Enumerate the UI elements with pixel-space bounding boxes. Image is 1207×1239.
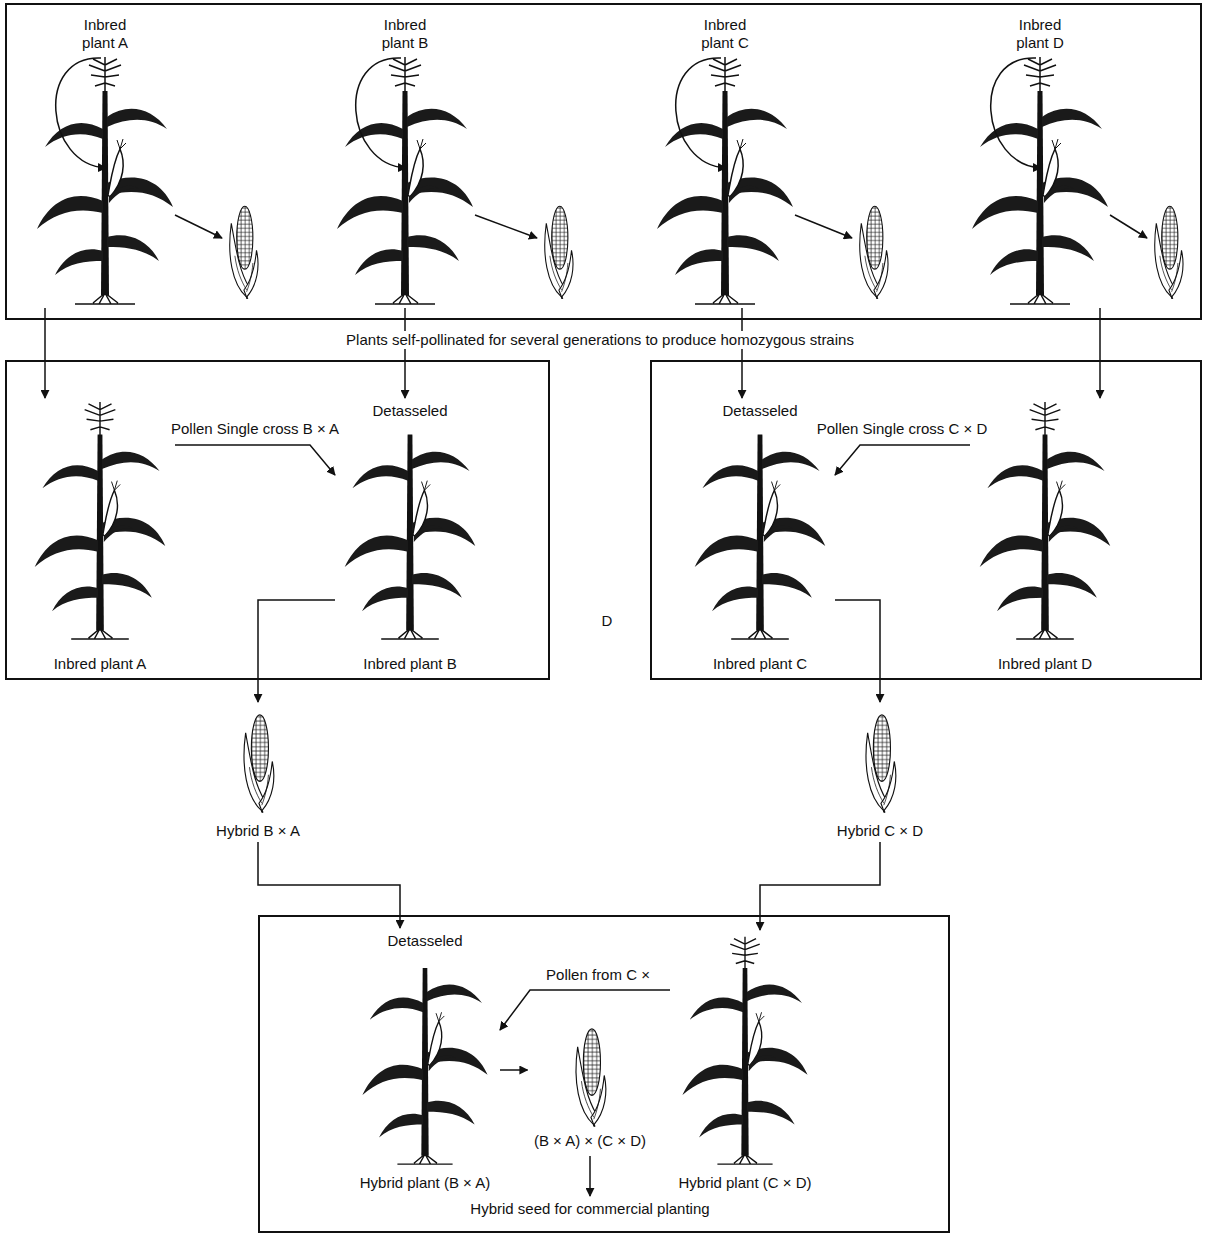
plant-label: Inbred plant D [1008,16,1072,52]
plant-node: Hybrid C × D [825,702,935,842]
connector [741,308,743,398]
plant-label: Hybrid plant (B × A) [360,1174,490,1192]
connector [500,990,670,1030]
self-pollination-arrow [356,58,406,168]
plant-label: Inbred plant A [73,16,137,52]
detasseled-plant [695,435,826,639]
self-pollination-arrow [56,58,106,168]
corn-ear [866,715,896,813]
corn-plant [337,57,473,304]
plant-label: Inbred plant C [713,655,807,673]
connector [835,445,970,475]
plant-label: (B × A) × (C × D) [534,1132,646,1150]
result-label: Hybrid seed for commercial planting [470,1200,709,1218]
process-note: Plants self-pollinated for several gener… [343,331,857,349]
status-label: Detasseled [387,932,462,950]
corn-ear [545,206,573,299]
seed-arrow [589,1156,591,1196]
self-pollination-arrow [991,58,1041,168]
plant-label: Hybrid plant (C × D) [679,1174,812,1192]
group-box: DetasseledInbred plant C Inbred plant D [650,360,1202,680]
plant-node: DetasseledHybrid plant (B × A) [350,928,500,1194]
plant-node: DetasseledInbred plant C [685,398,835,675]
corn-ear [244,715,274,813]
connector [500,1069,528,1071]
connector [44,308,46,398]
edge-label: Pollen from C × [543,966,653,984]
plant-node: Inbred plant D [970,398,1120,675]
corn-ear [860,206,888,299]
plant-node: Hybrid B × A [203,702,313,842]
plant-label: Hybrid C × D [837,822,923,840]
plant-node: DetasseledInbred plant B [335,398,485,675]
ear-arrow [175,215,222,238]
plant-node: Inbred plant A [25,398,175,675]
connector [258,600,335,702]
group-box: Inbred plant A Inbred plant B Inbred plant… [5,3,1202,320]
corn-plant [37,57,173,304]
plant-node: Inbred plant B [330,12,480,308]
corn-plant [682,937,807,1164]
connector [1099,308,1101,398]
plant-node: Inbred plant C [650,12,800,308]
plant-label: Inbred plant B [373,16,437,52]
plant-label: Inbred plant C [693,16,757,52]
plant-label: Inbred plant B [363,655,456,673]
plant-label: Inbred plant D [998,655,1092,673]
detasseled-plant [345,435,476,639]
corn-plant [980,402,1111,639]
ear-arrow [475,215,537,238]
corn-plant [972,57,1108,304]
status-label: Detasseled [372,402,447,420]
edge-label: Pollen Single cross B × A [168,420,342,438]
stray-letter: D [602,612,613,630]
corn-ear [576,1029,606,1127]
plant-label: Hybrid B × A [216,822,300,840]
ear-arrow [1110,215,1147,238]
ear-arrow [795,215,852,238]
corn-plant [657,57,793,304]
corn-plant [35,402,166,639]
connector [835,600,880,702]
connector [175,445,335,475]
plant-node: Inbred plant A [30,12,180,308]
self-pollination-arrow [676,58,726,168]
plant-node: (B × A) × (C × D) [528,1020,653,1152]
group-box: Inbred plant A DetasseledInbred plant B [5,360,550,680]
corn-ear [230,206,258,299]
connector [404,308,406,398]
edge-label: Pollen Single cross C × D [814,420,991,438]
status-label: Detasseled [722,402,797,420]
corn-ear [1155,206,1183,299]
plant-node: Inbred plant D [965,12,1115,308]
group-box: DetasseledHybrid plant (B × A) (B × A) × … [258,915,950,1233]
plant-label: Inbred plant A [54,655,147,673]
detasseled-plant [362,968,487,1164]
plant-node: Hybrid plant (C × D) [670,930,820,1194]
